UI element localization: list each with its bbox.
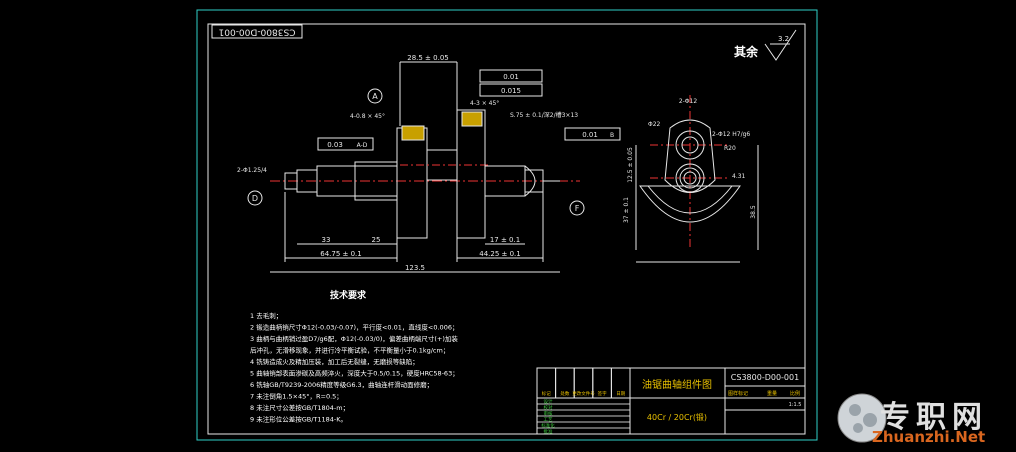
tb-header-2: 重量 [767, 390, 777, 397]
tol-frame-parallel [479, 69, 543, 83]
drawing-number-rotated: CS3800-D00-001 [219, 27, 296, 37]
tol-parallel: 0.01 [503, 73, 519, 81]
tech-req-item: 4 铣铸造成火及精加压装，加工后无裂缝，无磨损等缺陷； [250, 357, 419, 366]
datum-d-icon [247, 190, 263, 206]
crank-web-right [456, 109, 486, 239]
tb-scale: 1:1.5 [789, 402, 802, 408]
tb-signature-label: 工艺 [544, 417, 553, 423]
part-name: 油锯曲轴组件图 [642, 378, 712, 391]
tech-req-item: 后冲孔，无滑移现象，并进行冷平衡试验，不平衡量小于0.1kg/cm； [250, 346, 449, 355]
tb-revision-label: 签字 [598, 390, 607, 397]
tol-frame-flat [564, 127, 621, 141]
tb-signature-label: 标准化 [541, 422, 555, 429]
side-h1-label: 12.5 ± 0.05 [627, 147, 634, 183]
side-top-label: 2-Φ12 [679, 98, 698, 105]
dim-total-length: 123.5 [405, 264, 425, 272]
side-pin-inner [681, 136, 699, 154]
side-total-h-label: 38.5 [750, 205, 757, 219]
tol-frame-runout [479, 83, 543, 97]
watermark-globe-dot-3 [853, 423, 863, 433]
crank-web-hatch-left [401, 125, 425, 141]
tb-signature-row [536, 427, 631, 435]
chamfer-label-2: 4-3 × 45° [470, 100, 499, 107]
tech-req-item: 9 未注形位公差按GB/T1184-K。 [250, 415, 347, 424]
side-w-label: 4.31 [732, 173, 746, 180]
drawing-number-box [211, 24, 303, 39]
crank-web-left [396, 127, 428, 239]
dim-b: 25 [372, 236, 381, 244]
tb-signature-label: 批准 [544, 428, 553, 435]
tech-req-item: 8 未注尺寸公差按GB/T1804-m； [250, 403, 349, 412]
datum-f-label: F [575, 204, 580, 213]
tol-runout: 0.015 [501, 87, 521, 95]
shaft-right-taper [524, 165, 536, 197]
dim-top-width: 28.5 ± 0.05 [407, 54, 449, 62]
outer-frame [196, 9, 818, 441]
tb-signature-label: 审核 [544, 410, 553, 417]
side-view: 2-Φ12 Φ22 2-Φ12 H7/g6 R20 4.31 12.5 ± 0.… [623, 95, 759, 263]
tol-pos-ref: A-D [357, 142, 368, 149]
dim-c: 17 ± 0.1 [490, 236, 520, 244]
tech-req-item: 5 曲轴销部表面渗碳及高频淬火，深度大于0.5/0.15，硬度HRC58-63； [250, 369, 459, 378]
dim-left-length: 64.75 ± 0.1 [320, 250, 362, 258]
watermark-globe-icon [837, 393, 887, 443]
tb-signature-label: 校对 [544, 404, 553, 411]
surface-finish-value: 3.2 [778, 35, 789, 43]
tech-req-item: 1 去毛刺； [250, 311, 282, 320]
tb-header-3: 比例 [790, 390, 800, 397]
tb-revision-label: 处数 [560, 390, 569, 397]
tol-flat-ref: B [610, 132, 614, 139]
watermark-globe-dot-1 [849, 404, 861, 416]
tech-req-title: 技术要求 [330, 289, 367, 301]
tb-header-1: 图样标记 [728, 390, 748, 397]
tb-revision-label: 更改文件号 [572, 390, 595, 397]
tol-frame-pos [317, 137, 374, 151]
tb-revision-label: 日期 [616, 391, 625, 397]
surface-finish-icon [764, 29, 797, 61]
drawing-number: CS3800-D00-001 [731, 373, 799, 382]
side-shaft-mid [679, 167, 701, 189]
tech-req-item: 2 锻造曲柄销尺寸Φ12(-0.03/-0.07)，平行度<0.01，直线度<0… [250, 323, 458, 332]
tb-revision-grid: 标记 处数更改文件号签字 日期 [536, 367, 631, 399]
dim-right-length: 44.25 ± 0.1 [479, 250, 521, 258]
side-radius-label: R20 [724, 145, 736, 152]
side-h2-label: 37 ± 0.1 [623, 197, 630, 223]
inner-frame [207, 23, 806, 435]
tol-pos: 0.03 [327, 141, 343, 149]
tol-flat: 0.01 [582, 131, 598, 139]
surface-finish-text: 其余 [734, 44, 759, 59]
thread-label: S.75 ± 0.1/深2/槽3×13 [510, 111, 578, 119]
side-pin-outer [675, 130, 705, 160]
chamfer-label-1: 4-0.8 × 45° [350, 113, 385, 120]
crank-web-hatch-right [461, 111, 483, 127]
side-shaft-inner [683, 171, 697, 185]
tech-req-item: 7 未注倒角1.5×45°，R=0.5； [250, 392, 343, 401]
tb-revision-label: 标记 [542, 390, 551, 397]
datum-a-icon [367, 88, 383, 104]
datum-d-label: D [252, 194, 258, 203]
side-shaft-outer [675, 163, 705, 193]
datum-a-label: A [372, 92, 378, 101]
side-web-outline [664, 119, 716, 193]
watermark-en: Zhuanzhi.Net [872, 428, 986, 446]
watermark-globe-dot-2 [863, 413, 877, 427]
side-dia-label: Φ22 [648, 121, 661, 128]
tech-req-item: 6 铣轴GB/T9239-2006精度等级G6.3，曲轴连杆滑动面修磨； [250, 380, 433, 389]
tech-req-list: 1 去毛刺； 2 锻造曲柄销尺寸Φ12(-0.03/-0.07)，平行度<0.01… [250, 311, 459, 424]
tb-signature-label: 设计 [544, 398, 553, 405]
watermark-cn: 专职网 [880, 400, 988, 435]
dim-a: 33 [322, 236, 331, 244]
material: 40Cr / 20Cr(锻) [647, 412, 707, 422]
tech-req-item: 3 曲柄与曲柄销过盈D7/g6配，Φ12(-0.03/0)，偏差曲柄端尺寸(+)… [250, 334, 458, 343]
bore-label: 2-Φ1.25/4 [237, 167, 267, 174]
title-block: 油锯曲轴组件图 40Cr / 20Cr(锻) CS3800-D00-001 图样… [536, 367, 806, 435]
side-hole-label: 2-Φ12 H7/g6 [712, 131, 750, 138]
shaft-view: 64.75 ± 0.1 44.25 ± 0.1 123.5 33 25 17 ±… [237, 54, 621, 273]
datum-f-icon [569, 200, 585, 216]
